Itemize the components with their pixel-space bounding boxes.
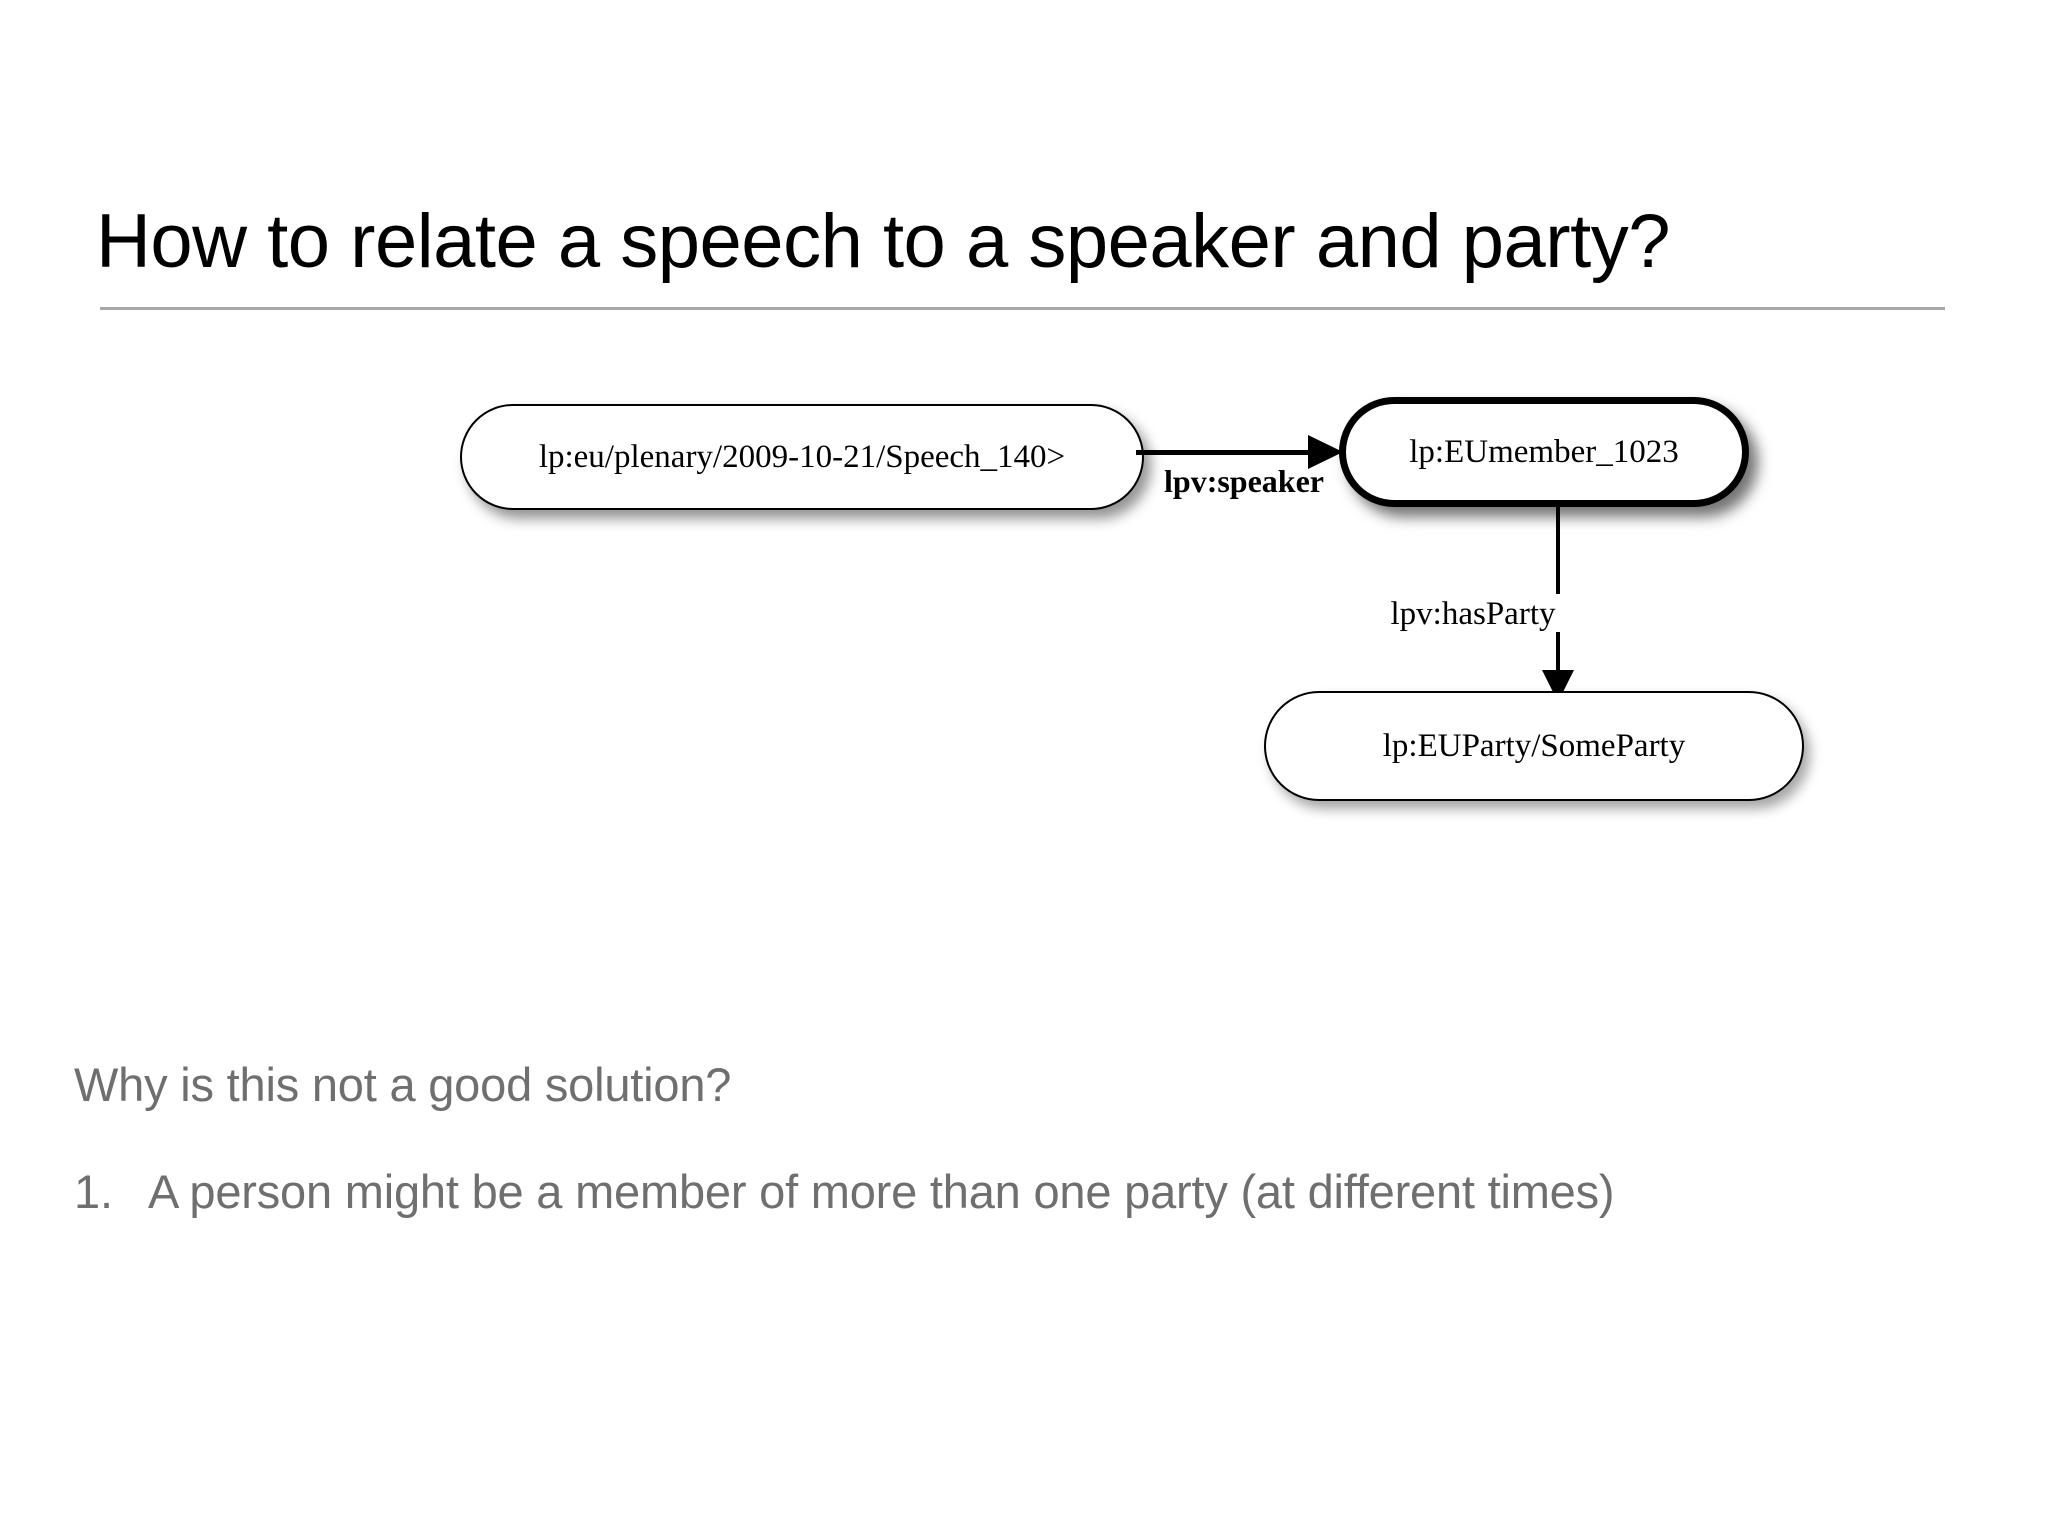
- edge-label-speaker: lpv:speaker: [1164, 463, 1324, 499]
- list-item-text: A person might be a member of more than …: [148, 1165, 1615, 1218]
- body-ordered-list: 1. A person might be a member of more th…: [74, 1164, 1974, 1219]
- page-title: How to relate a speech to a speaker and …: [96, 198, 1670, 284]
- title-divider: [100, 307, 1945, 310]
- graph-node-speech[interactable]: lp:eu/plenary/2009-10-21/Speech_140>: [460, 404, 1144, 510]
- graph-node-party[interactable]: lp:EUParty/SomeParty: [1264, 691, 1804, 801]
- arrow-right-icon: [1308, 435, 1343, 469]
- graph-node-party-label: lp:EUParty/SomeParty: [1382, 727, 1686, 764]
- graph-node-speech-label: lp:eu/plenary/2009-10-21/Speech_140>: [538, 438, 1066, 475]
- edge-label-hasparty: lpv:hasParty: [1384, 596, 1562, 633]
- edge-line-hasparty-upper: [1556, 506, 1560, 594]
- graph-node-member-label: lp:EUmember_1023: [1409, 433, 1679, 470]
- edge-line-hasparty-lower: [1556, 632, 1560, 684]
- edge-line-speaker: [1136, 450, 1316, 455]
- list-item-marker: 1.: [74, 1165, 113, 1218]
- body-question: Why is this not a good solution?: [74, 1058, 732, 1111]
- list-item: 1. A person might be a member of more th…: [74, 1164, 1974, 1219]
- graph-node-member[interactable]: lp:EUmember_1023: [1339, 397, 1749, 507]
